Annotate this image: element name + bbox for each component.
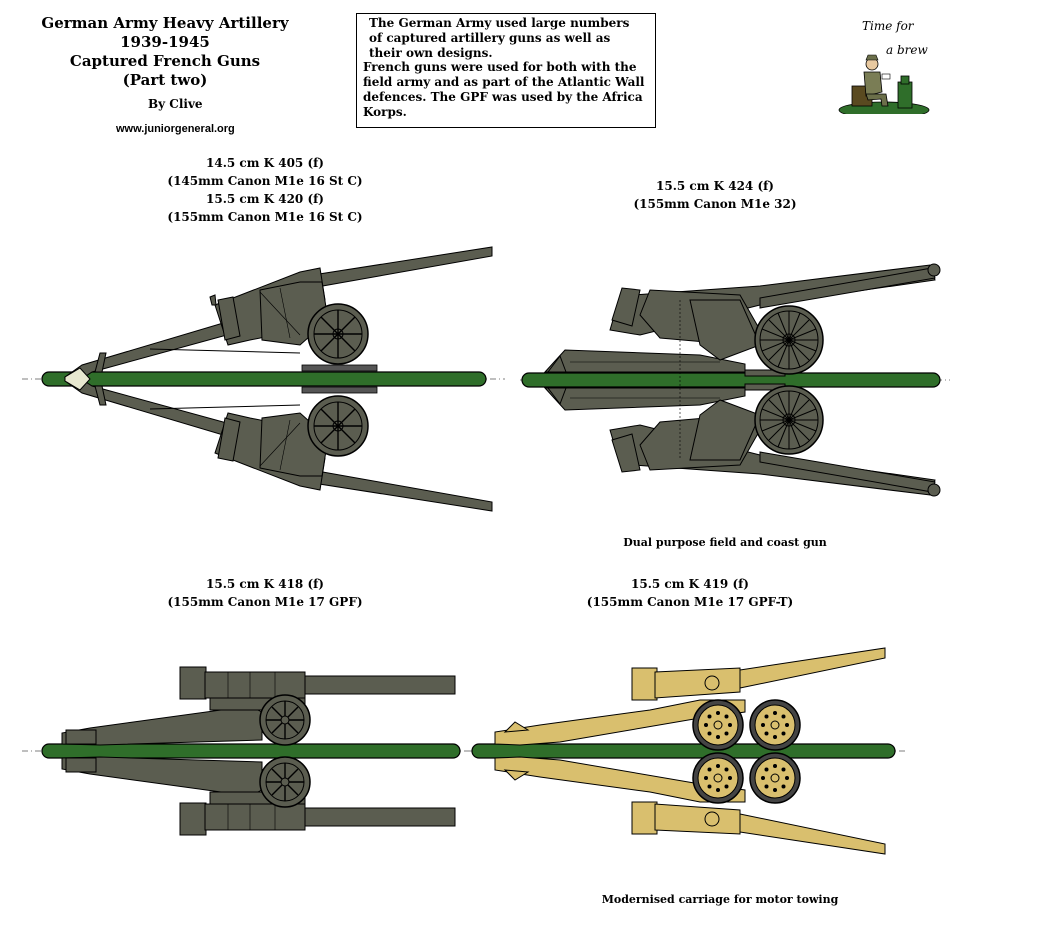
website-link[interactable]: www.juniorgeneral.org bbox=[116, 123, 235, 135]
figure-2-label-1: 15.5 cm K 424 (f) bbox=[656, 179, 774, 193]
figure-4-base bbox=[471, 743, 896, 759]
logo-text-line-2: a brew bbox=[886, 43, 928, 57]
title-line-4: (Part two) bbox=[122, 71, 208, 89]
figure-3-label-1: 15.5 cm K 418 (f) bbox=[206, 577, 324, 591]
figure-4-drawing bbox=[470, 647, 905, 855]
figure-3-labels: 15.5 cm K 418 (f) (155mm Canon M1e 17 GP… bbox=[150, 575, 380, 611]
figure-1-label-2: (145mm Canon M1e 16 St C) bbox=[167, 174, 363, 188]
figure-1-base bbox=[41, 371, 487, 387]
title-line-1: German Army Heavy Artillery bbox=[41, 14, 289, 32]
figure-1-drawing bbox=[22, 246, 505, 512]
page-title: German Army Heavy Artillery 1939-1945 Ca… bbox=[40, 14, 290, 90]
figure-1-label-3: 15.5 cm K 420 (f) bbox=[206, 192, 324, 206]
info-box: The German Army used large numbers of ca… bbox=[356, 13, 656, 128]
figure-4-label-1: 15.5 cm K 419 (f) bbox=[631, 577, 749, 591]
figure-3-drawing bbox=[22, 666, 470, 836]
title-line-2: 1939-1945 bbox=[120, 33, 210, 51]
logo-text-line-1: Time for bbox=[862, 19, 915, 33]
byline: By Clive bbox=[148, 97, 203, 111]
figure-4-label-2: (155mm Canon M1e 17 GPF-T) bbox=[586, 595, 794, 609]
figure-4-note: Modernised carriage for motor towing bbox=[601, 893, 839, 906]
figure-2-note: Dual purpose field and coast gun bbox=[623, 536, 827, 549]
figure-1-labels: 14.5 cm K 405 (f) (145mm Canon M1e 16 St… bbox=[150, 154, 380, 226]
figure-2-label-2: (155mm Canon M1e 32) bbox=[633, 197, 797, 211]
title-line-3: Captured French Guns bbox=[69, 52, 261, 70]
figure-2-drawing bbox=[520, 263, 950, 497]
figure-4-labels: 15.5 cm K 419 (f) (155mm Canon M1e 17 GP… bbox=[570, 575, 810, 611]
info-paragraph-1: The German Army used large numbers of ca… bbox=[369, 16, 630, 60]
info-paragraph-2: French guns were used for both with the … bbox=[363, 60, 645, 119]
tea-break-logo: Time for a brew bbox=[836, 14, 932, 119]
figure-1-label-4: (155mm Canon M1e 16 St C) bbox=[167, 210, 363, 224]
figure-2-labels: 15.5 cm K 424 (f) (155mm Canon M1e 32) bbox=[600, 177, 830, 213]
figure-3-base bbox=[41, 743, 461, 759]
figure-3-label-2: (155mm Canon M1e 17 GPF) bbox=[167, 595, 363, 609]
figure-2-base bbox=[521, 372, 941, 388]
figure-1-label-1: 14.5 cm K 405 (f) bbox=[206, 156, 324, 170]
